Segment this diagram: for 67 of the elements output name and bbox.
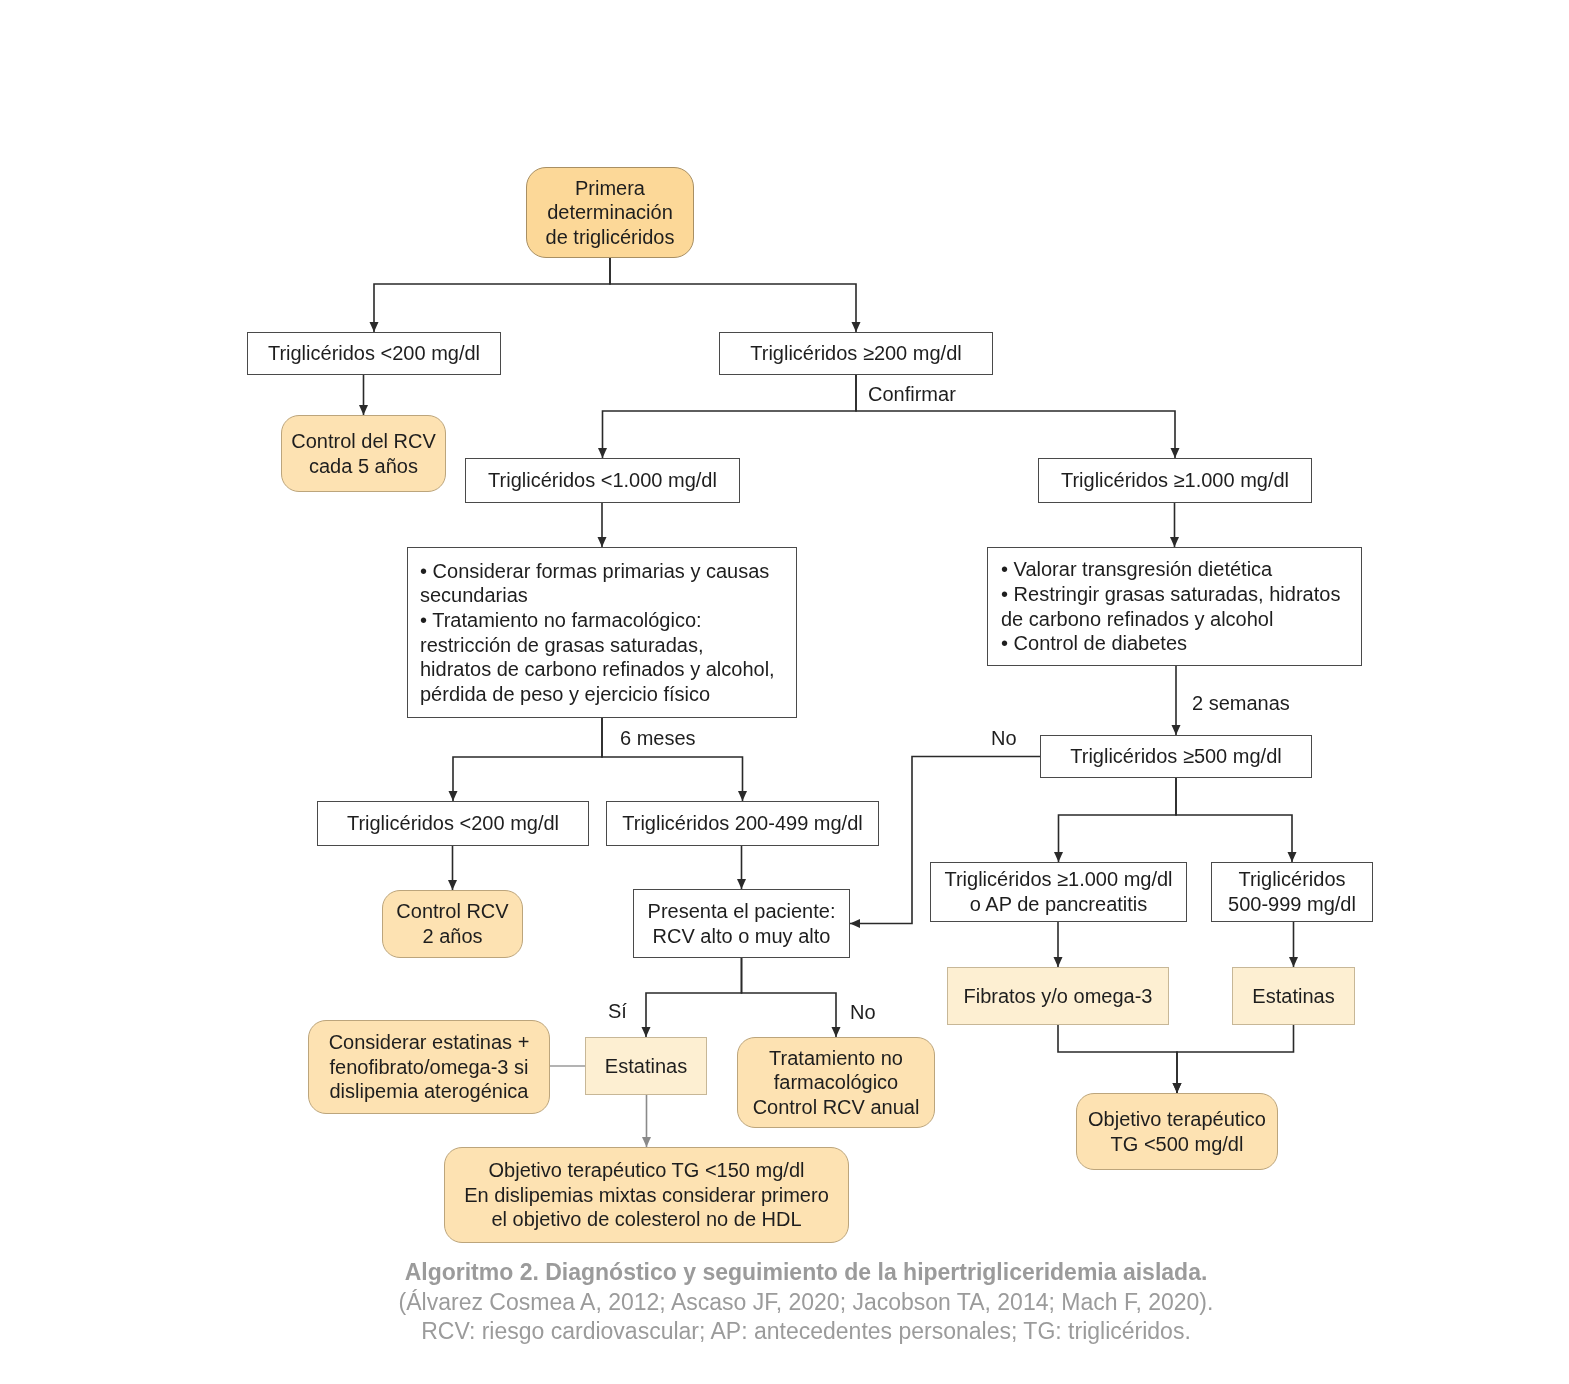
arrow [1171, 665, 1181, 736]
box-text: Control RCV anual [752, 1094, 920, 1120]
process-box [247, 332, 501, 375]
arrow [740, 957, 841, 1038]
bullet-text: • Restringir grasas saturadas, hidratos de carbono refinados y alcohol [1001, 581, 1342, 632]
box-text: Objetivo terapéutico TG <500 mg/dl [1087, 1106, 1267, 1157]
bullet-text: • Control de diabetes [1001, 631, 1188, 656]
shaded-box [947, 967, 1169, 1025]
arrow [448, 845, 457, 891]
box-text: Triglicéridos ≥200 mg/dl [750, 341, 962, 366]
box-text: En dislipemias mixtas considerar primero el objetivo de colesterol no de HDL [463, 1182, 830, 1232]
bullet-text: • Tratamiento no farmacológico: restricción de grasas saturadas, hidratos de carbono refinados y alcohol, pérdida de peso y ejercicio físico [420, 607, 776, 707]
bullet-text: • Considerar formas primarias y causas secundarias [420, 558, 771, 608]
rounded-box [1076, 1093, 1278, 1170]
process-box [317, 801, 589, 846]
box-text: Considerar estatinas + fenofibrato/omega-3 si dislipemia aterogénica [327, 1030, 531, 1104]
arrow [609, 257, 861, 333]
box-text: Control RCV 2 años [395, 899, 510, 949]
arrow [737, 845, 746, 890]
box-text: Triglicéridos <1.000 mg/dl [488, 468, 717, 493]
box-text: Objetivo terapéutico TG <150 mg/dl [488, 1158, 805, 1183]
process-box [1040, 735, 1312, 778]
rounded-box [737, 1037, 935, 1128]
box-text: Triglicéridos ≥1.000 mg/dl o AP de pancreatitis [943, 867, 1174, 917]
box-text: Triglicéridos 200-499 mg/dl [622, 811, 863, 836]
connector-line [549, 1065, 586, 1067]
arrow [1289, 921, 1298, 968]
box-text: Triglicéridos ≥1.000 mg/dl [1060, 468, 1290, 493]
box-text: Presenta el paciente: RCV alto o muy alto [646, 898, 837, 949]
arrow [855, 374, 1180, 459]
bullet-text: • Valorar transgresión dietética [1001, 557, 1274, 582]
process-box [930, 862, 1187, 922]
arrow [1175, 777, 1297, 863]
arrow [1053, 921, 1063, 968]
caption: Algoritmo 2. Diagnóstico y seguimiento de la hipertrigliceridemia aislada. (Álvarez Cosmea A, 2012; Ascaso JF, 2020; Jacobson TA, 2014; Mach F, 2020). RCV: riesgo cardiovascular; AP: antecedentes personales; TG: triglicéridos. [397, 1258, 1215, 1346]
process-box [465, 458, 740, 503]
box-text: Estatinas [604, 1053, 688, 1079]
box-text: Control del RCV cada 5 años [290, 428, 437, 479]
arrow [597, 502, 607, 548]
arrow [849, 755, 1041, 928]
arrow [359, 374, 368, 416]
process-box [633, 889, 850, 958]
rounded-box [308, 1020, 550, 1114]
box-text: Fibratos y/o omega-3 [963, 983, 1153, 1009]
process-box [1211, 862, 1373, 922]
arrow [642, 1094, 651, 1148]
arrow [601, 717, 747, 802]
box-text: Triglicéridos <200 mg/dl [267, 341, 481, 366]
rounded-box [382, 890, 523, 958]
rounded-box [444, 1147, 849, 1243]
process-box [719, 332, 993, 375]
process-box [987, 547, 1362, 666]
rounded-box [526, 167, 694, 258]
shaded-box [585, 1037, 707, 1095]
box-text: Estatinas [1252, 983, 1335, 1009]
rounded-box [281, 415, 446, 492]
box-text: Triglicéridos 500-999 mg/dl [1227, 867, 1357, 917]
box-text: Triglicéridos ≥500 mg/dl [1070, 744, 1282, 769]
shaded-box [1232, 967, 1355, 1025]
arrow [1172, 1024, 1295, 1094]
process-box [407, 547, 797, 718]
process-box [606, 801, 879, 846]
box-text: Tratamiento no farmacológico [768, 1045, 904, 1095]
process-box [1038, 458, 1312, 503]
arrow [1170, 502, 1179, 548]
box-text: Primera determinación de triglicéridos [544, 175, 676, 250]
box-text: Triglicéridos <200 mg/dl [346, 811, 560, 836]
